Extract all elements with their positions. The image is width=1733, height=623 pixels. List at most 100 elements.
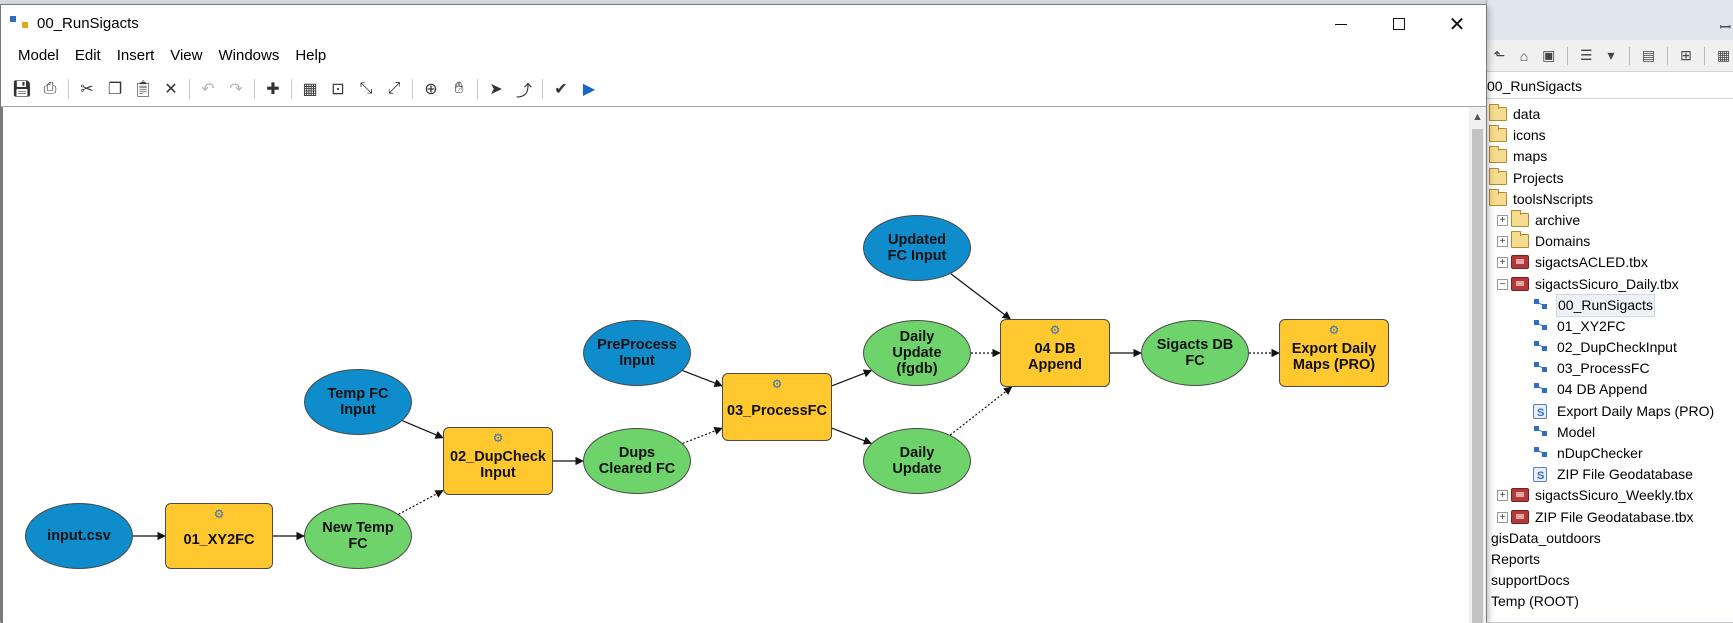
collapse-icon[interactable]: − bbox=[1497, 278, 1508, 290]
back-icon[interactable]: ⬑ bbox=[1493, 47, 1506, 63]
vertical-scrollbar[interactable]: ▲ bbox=[1469, 107, 1486, 623]
model-canvas[interactable]: input.csv ⚙01_XY2FC New Temp FC Temp FC Inp… bbox=[1, 107, 1469, 623]
node-db-append[interactable]: ⚙04 DB Append bbox=[1000, 319, 1110, 387]
node-new-temp[interactable]: New Temp FC bbox=[304, 503, 412, 569]
close-button[interactable]: ✕ bbox=[1428, 5, 1486, 43]
connector-temp_fc_input-to-dupcheck[interactable] bbox=[402, 420, 444, 439]
tree-item[interactable]: supportDocs bbox=[1487, 570, 1733, 591]
select-icon[interactable]: ➤ bbox=[489, 80, 503, 98]
paste-icon[interactable]: 📋︎ bbox=[132, 80, 154, 98]
connector-processfc-to-daily_fgdb[interactable] bbox=[831, 369, 873, 387]
connector-dups_cleared-to-processfc[interactable] bbox=[682, 427, 723, 444]
node-daily-update[interactable]: Daily Update bbox=[863, 428, 971, 494]
zoom-out-fixed-icon[interactable]: ⤢ bbox=[387, 79, 401, 97]
expand-icon[interactable]: + bbox=[1497, 236, 1508, 248]
tree-item[interactable]: gisData_outdoors bbox=[1487, 528, 1733, 549]
window-title: 00_RunSigacts bbox=[37, 15, 139, 32]
tree-item[interactable]: data bbox=[1487, 104, 1733, 125]
tree-item[interactable]: Temp (ROOT) bbox=[1487, 591, 1733, 612]
location-field[interactable]: 00_RunSigacts bbox=[1487, 73, 1733, 99]
menu-view[interactable]: View bbox=[170, 47, 203, 64]
node-label: 02_DupCheck Input bbox=[450, 449, 546, 481]
menu-insert[interactable]: Insert bbox=[116, 47, 155, 64]
dropdown-arrow-icon[interactable]: ▾ bbox=[1607, 47, 1615, 63]
tree-item[interactable]: +Domains bbox=[1487, 231, 1733, 252]
tree-item[interactable]: Reports bbox=[1487, 549, 1733, 570]
zoom-in-icon[interactable]: ⊕ bbox=[424, 80, 438, 98]
tree-item[interactable]: +ZIP File Geodatabase.tbx bbox=[1487, 507, 1733, 528]
node-updated-fc[interactable]: Updated FC Input bbox=[863, 215, 971, 281]
tree-item[interactable]: 03_ProcessFC bbox=[1487, 358, 1733, 379]
tree-item[interactable]: 00_RunSigacts bbox=[1487, 293, 1733, 317]
redo-icon[interactable]: ↷ bbox=[229, 80, 243, 98]
node-export-maps[interactable]: ⚙Export Daily Maps (PRO) bbox=[1279, 319, 1389, 387]
zoom-in-fixed-icon[interactable]: ⤡ bbox=[359, 79, 373, 97]
connector-preprocess-to-processfc[interactable] bbox=[682, 370, 723, 387]
tree-item[interactable]: maps bbox=[1487, 146, 1733, 167]
minimize-button[interactable] bbox=[1312, 5, 1370, 43]
cut-icon[interactable]: ✂ bbox=[80, 80, 94, 98]
model-icon bbox=[1533, 425, 1549, 439]
tree-item[interactable]: icons bbox=[1487, 125, 1733, 146]
node-input-csv[interactable]: input.csv bbox=[25, 503, 133, 569]
pan-icon[interactable]: ✋︎ bbox=[454, 79, 464, 97]
save-icon[interactable]: 💾︎ bbox=[11, 80, 33, 98]
tree-item[interactable]: toolsNscripts bbox=[1487, 188, 1733, 210]
connector-processfc-to-daily_update[interactable] bbox=[831, 427, 873, 445]
copy-icon[interactable]: ❐ bbox=[107, 80, 123, 98]
node-sigacts-db[interactable]: Sigacts DB FC bbox=[1141, 320, 1249, 386]
menu-windows[interactable]: Windows bbox=[218, 47, 280, 64]
expand-icon[interactable]: + bbox=[1497, 511, 1508, 523]
script-icon bbox=[1533, 466, 1547, 487]
node-label: Sigacts DB FC bbox=[1156, 337, 1234, 369]
scroll-thumb[interactable] bbox=[1472, 129, 1483, 623]
menu-help[interactable]: Help bbox=[295, 47, 327, 64]
full-extent-icon[interactable]: ⊡ bbox=[331, 80, 345, 98]
view-icon[interactable]: ☰ bbox=[1579, 47, 1593, 63]
title-bar[interactable]: 00_RunSigacts ✕ bbox=[1, 5, 1486, 43]
connect-icon[interactable]: ⤴ bbox=[515, 82, 532, 100]
connector-daily_update-to-db_append[interactable] bbox=[949, 386, 1013, 436]
menu-edit[interactable]: Edit bbox=[74, 47, 101, 64]
menu-model[interactable]: Model bbox=[18, 47, 59, 64]
tree-item[interactable]: 04 DB Append bbox=[1487, 379, 1733, 400]
new-folder-icon[interactable]: ▤ bbox=[1641, 47, 1656, 63]
node-daily-fgdb[interactable]: Daily Update (fgdb) bbox=[863, 320, 971, 386]
tree-item[interactable]: 01_XY2FC bbox=[1487, 316, 1733, 337]
options-icon[interactable]: ▦ bbox=[1716, 47, 1731, 63]
tree-item[interactable]: nDupChecker bbox=[1487, 443, 1733, 464]
node-xy2fc[interactable]: ⚙01_XY2FC bbox=[165, 503, 273, 569]
validate-icon[interactable]: ✔ bbox=[554, 80, 568, 98]
tree-item[interactable]: 02_DupCheckInput bbox=[1487, 337, 1733, 358]
expand-icon[interactable]: + bbox=[1497, 490, 1508, 502]
delete-icon[interactable]: ✕ bbox=[164, 80, 178, 98]
node-temp-fc-input[interactable]: Temp FC Input bbox=[304, 369, 412, 435]
scroll-up-icon[interactable]: ▲ bbox=[1472, 111, 1483, 123]
add-data-icon[interactable]: ✚ bbox=[266, 80, 280, 98]
print-icon[interactable]: ⎙ bbox=[43, 79, 57, 97]
connector-new_temp-to-dupcheck[interactable] bbox=[398, 489, 444, 515]
tree-item[interactable]: Projects bbox=[1487, 167, 1733, 189]
connector-updated_fc-to-db_append[interactable] bbox=[950, 273, 1011, 320]
node-preprocess[interactable]: PreProcess Input bbox=[583, 320, 691, 386]
tree-item[interactable]: +archive bbox=[1487, 209, 1733, 231]
tree-item[interactable]: +sigactsSicuro_Weekly.tbx bbox=[1487, 485, 1733, 506]
expand-icon[interactable]: + bbox=[1497, 214, 1508, 226]
tree-item[interactable]: Model bbox=[1487, 422, 1733, 443]
maximize-button[interactable] bbox=[1370, 5, 1428, 43]
node-processfc[interactable]: ⚙03_ProcessFC bbox=[722, 373, 832, 441]
home-icon[interactable]: ⌂ bbox=[1519, 47, 1529, 64]
pin-icon[interactable]: ꟷ bbox=[1719, 19, 1731, 35]
expand-icon[interactable]: + bbox=[1497, 257, 1508, 269]
undo-icon[interactable]: ↶ bbox=[201, 80, 215, 98]
tree-item[interactable]: −sigactsSicuro_Daily.tbx bbox=[1487, 274, 1733, 295]
connect-folder-icon[interactable]: ▣ bbox=[1542, 47, 1556, 63]
tree-icon[interactable]: ⊞ bbox=[1680, 47, 1692, 63]
run-icon[interactable]: ▶ bbox=[582, 80, 596, 98]
tree-item[interactable]: Export Daily Maps (PRO) bbox=[1487, 401, 1733, 424]
node-dupcheck[interactable]: ⚙02_DupCheck Input bbox=[443, 427, 553, 495]
node-dups-cleared[interactable]: Dups Cleared FC bbox=[583, 428, 691, 494]
tree-item[interactable]: ZIP File Geodatabase bbox=[1487, 464, 1733, 487]
auto-layout-icon[interactable]: ▦ bbox=[302, 80, 318, 98]
tree-item[interactable]: +sigactsACLED.tbx bbox=[1487, 252, 1733, 273]
